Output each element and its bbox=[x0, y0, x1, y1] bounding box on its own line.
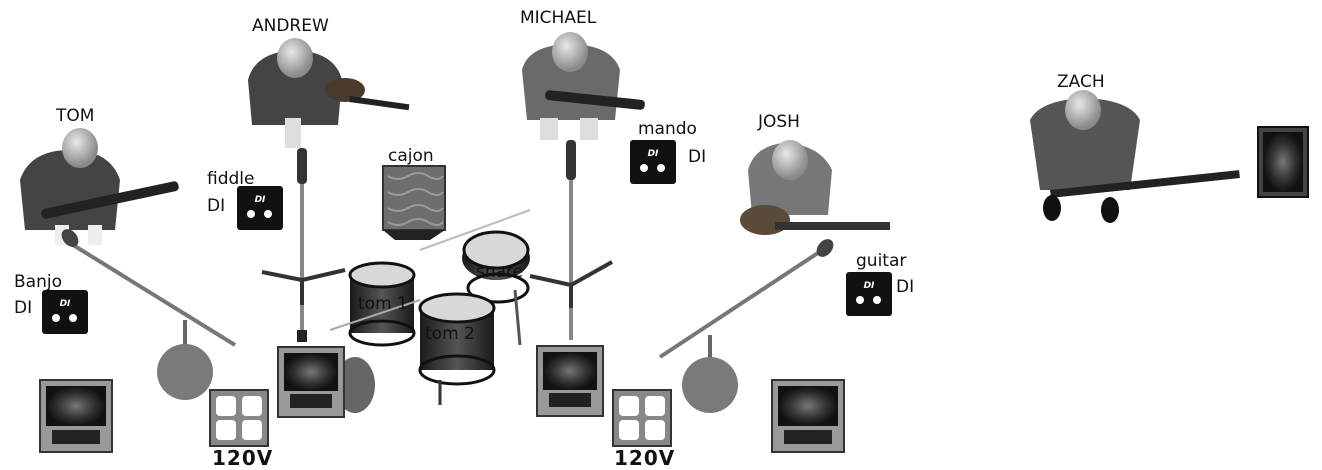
di-label-guitar-line2: DI bbox=[896, 277, 915, 297]
musician-label-tom: TOM bbox=[56, 106, 95, 126]
di-label-mando-line1: mando bbox=[638, 119, 697, 139]
mic-stand-josh bbox=[658, 239, 834, 413]
mic-stand-michael bbox=[529, 140, 613, 340]
outlet-label-right: 120V bbox=[614, 446, 676, 470]
musician-josh-figure bbox=[740, 140, 890, 235]
monitor-wedge-3 bbox=[536, 345, 604, 417]
mic-stand-tom bbox=[61, 229, 237, 400]
monitor-wedge-1 bbox=[39, 379, 113, 453]
monitor-wedge-4 bbox=[771, 379, 845, 453]
mic-stand-andrew bbox=[261, 148, 346, 342]
musician-tom-figure bbox=[20, 128, 179, 245]
di-label-banjo-line2: DI bbox=[14, 298, 33, 318]
guitar-amp-zach bbox=[1257, 126, 1309, 198]
di-box-mando: DI bbox=[630, 140, 676, 184]
monitor-wedge-2 bbox=[277, 346, 345, 418]
outlet-label-left: 120V bbox=[212, 446, 274, 470]
musician-label-andrew: ANDREW bbox=[252, 16, 329, 36]
power-outlet-right bbox=[612, 389, 672, 447]
drum-tom-1 bbox=[329, 261, 421, 347]
di-label-fiddle-line1: fiddle bbox=[207, 169, 255, 189]
di-box-banjo: DI bbox=[42, 290, 88, 334]
tom-2-label: tom 2 bbox=[425, 324, 475, 344]
di-box-fiddle: DI bbox=[237, 186, 283, 230]
svg-text:DI: DI bbox=[864, 281, 875, 291]
di-label-guitar-line1: guitar bbox=[856, 251, 907, 271]
drum-tom-2 bbox=[418, 292, 496, 405]
drum-snare bbox=[462, 230, 530, 346]
di-label-fiddle-line2: DI bbox=[207, 196, 226, 216]
musician-andrew-figure bbox=[248, 38, 410, 148]
svg-text:DI: DI bbox=[60, 299, 71, 309]
musician-label-josh: JOSH bbox=[758, 112, 800, 132]
di-box-guitar: DI bbox=[846, 272, 892, 316]
musician-label-zach: ZACH bbox=[1057, 72, 1105, 92]
cajon bbox=[382, 165, 531, 251]
power-outlet-left bbox=[209, 389, 269, 447]
di-label-mando-line2: DI bbox=[688, 147, 707, 167]
snare-label: snare bbox=[476, 262, 524, 282]
musician-label-michael: MICHAEL bbox=[520, 8, 597, 28]
musician-michael-figure bbox=[522, 32, 645, 140]
svg-text:DI: DI bbox=[648, 149, 659, 159]
svg-text:DI: DI bbox=[255, 195, 266, 205]
musician-zach-figure bbox=[1030, 90, 1240, 223]
tom-1-label: tom 1 bbox=[358, 294, 408, 314]
di-label-banjo-line1: Banjo bbox=[14, 272, 62, 292]
cajon-label: cajon bbox=[388, 146, 434, 166]
